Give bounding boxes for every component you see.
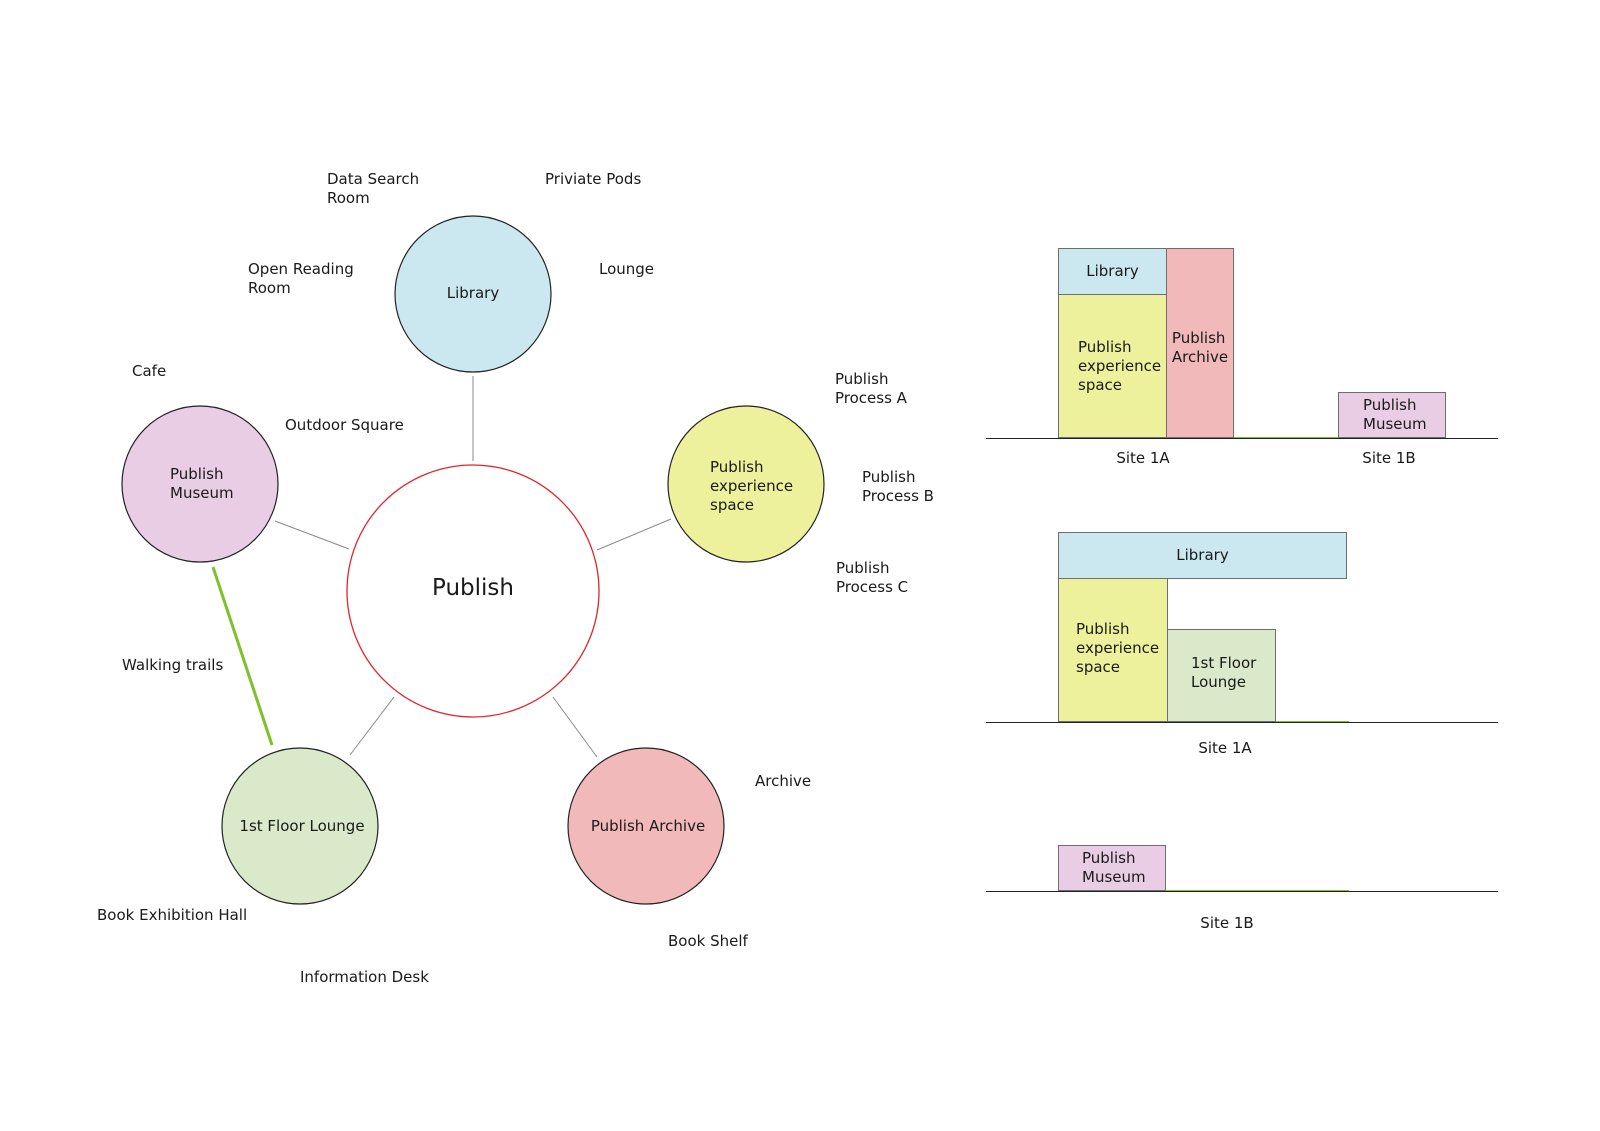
- section2-lounge-block: 1st Floor Lounge: [1167, 629, 1276, 722]
- section2-ground-line: [986, 722, 1498, 723]
- connector-museum: [274, 520, 350, 550]
- annotation-book-exhibition-hall: Book Exhibition Hall: [97, 906, 248, 924]
- center-label: Publish: [432, 575, 514, 601]
- connector-archive: [552, 696, 598, 758]
- annotation-process-a: Publish Process A: [835, 370, 907, 407]
- walking-trail-link: [211, 566, 274, 746]
- section3-site-1b-label: Site 1B: [1200, 914, 1254, 932]
- annotation-book-shelf: Book Shelf: [668, 932, 748, 950]
- center-circle: [346, 464, 600, 718]
- section2-site-1a-label: Site 1A: [1198, 739, 1252, 757]
- section1-library-block: Library: [1058, 248, 1167, 295]
- annotation-walking-trails: Walking trails: [122, 656, 224, 674]
- section1-site-1b-label: Site 1B: [1362, 449, 1416, 467]
- museum-circle: [121, 405, 279, 563]
- annotation-open-reading-room: Open Reading Room: [248, 260, 354, 297]
- archive-circle: [567, 747, 725, 905]
- connector-experience: [596, 518, 672, 551]
- archive-label: Publish Archive: [590, 816, 706, 835]
- annotation-private-pods: Priviate Pods: [545, 170, 642, 188]
- annotation-information-desk: Information Desk: [300, 968, 429, 986]
- lounge-label: 1st Floor Lounge: [239, 816, 365, 835]
- museum-label: Publish Museum: [170, 465, 234, 502]
- section2-library-block: Library: [1058, 532, 1347, 579]
- annotation-archive: Archive: [755, 772, 812, 790]
- annotation-outdoor-square: Outdoor Square: [285, 416, 404, 434]
- annotation-lounge: Lounge: [599, 260, 655, 278]
- annotation-process-b: Publish Process B: [862, 468, 934, 505]
- lounge-circle: [221, 747, 379, 905]
- section3-ground-line: [986, 891, 1498, 892]
- annotation-cafe: Cafe: [132, 362, 167, 380]
- experience-circle: [667, 405, 825, 563]
- library-label: Library: [446, 283, 500, 302]
- section3-museum-block: Publish Museum: [1058, 845, 1166, 891]
- library-circle: [394, 215, 552, 373]
- section1-ground-line: [986, 438, 1498, 439]
- annotation-data-search-room: Data Search Room: [327, 170, 420, 207]
- section1-museum-block: Publish Museum: [1338, 392, 1446, 438]
- connector-lounge: [349, 696, 395, 756]
- section2-experience-block: Publish experience space: [1058, 578, 1168, 722]
- section1-archive-block: Publish Archive: [1166, 248, 1234, 438]
- section1-site-1a-label: Site 1A: [1116, 449, 1170, 467]
- section1-experience-block: Publish experience space: [1058, 294, 1167, 438]
- annotation-process-c: Publish Process C: [836, 559, 909, 596]
- experience-label: Publish experience space: [710, 457, 794, 514]
